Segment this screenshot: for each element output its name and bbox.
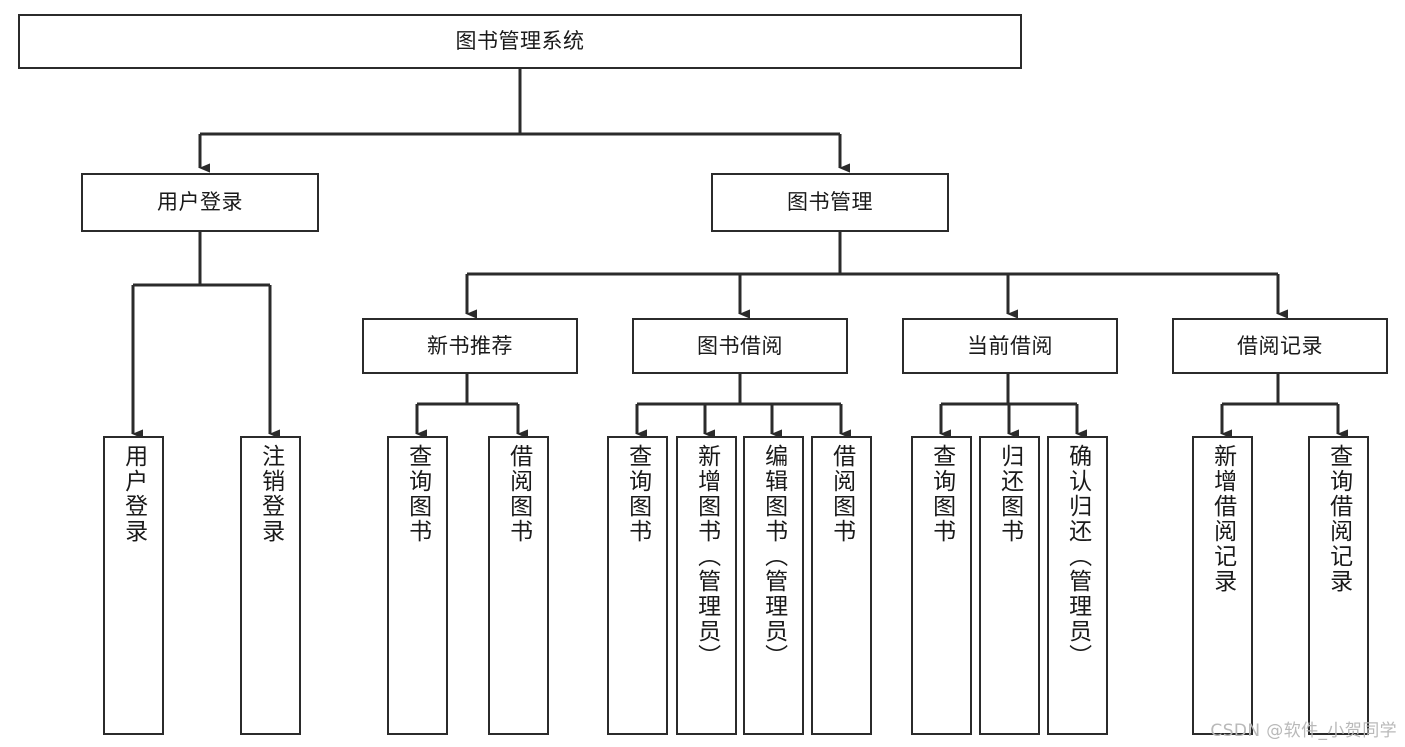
node-new-book-recommendation[interactable]: 新书推荐 [362,318,578,374]
node-user-login[interactable]: 用户登录 [81,173,319,232]
node-label: 查询借阅记录 [1325,444,1352,594]
leaf-current-query-book[interactable]: 查询图书 [911,436,972,735]
node-label: 新增图书（管理员） [693,444,720,669]
csdn-watermark: CSDN @软件_小贺同学 [1210,721,1397,741]
node-label: 借阅图书 [828,444,855,544]
leaf-borrow-lend-book[interactable]: 借阅图书 [811,436,872,735]
leaf-borrow-edit-book-admin[interactable]: 编辑图书（管理员） [743,436,804,735]
node-book-borrowing[interactable]: 图书借阅 [632,318,848,374]
node-label: 查询图书 [928,444,955,544]
leaf-borrow-query-book[interactable]: 查询图书 [607,436,668,735]
leaf-new-book-borrow[interactable]: 借阅图书 [488,436,549,735]
leaf-borrow-add-book-admin[interactable]: 新增图书（管理员） [676,436,737,735]
node-label: 图书管理系统 [455,29,585,54]
node-label: 借阅记录 [1237,333,1323,358]
node-label: 查询图书 [624,444,651,544]
node-label: 查询图书 [404,444,431,544]
node-label: 归还图书 [996,444,1023,544]
node-borrowing-record[interactable]: 借阅记录 [1172,318,1388,374]
node-label: 确认归还（管理员） [1064,444,1091,669]
node-book-management[interactable]: 图书管理 [711,173,949,232]
node-label: 新增借阅记录 [1209,444,1236,594]
node-label: 新书推荐 [427,333,513,358]
node-label: 编辑图书（管理员） [760,444,787,669]
leaf-current-return-book[interactable]: 归还图书 [979,436,1040,735]
node-label: 图书管理 [787,190,873,215]
node-label: 图书借阅 [697,333,783,358]
node-label: 用户登录 [120,444,147,544]
node-root-book-management-system[interactable]: 图书管理系统 [18,14,1022,69]
node-label: 借阅图书 [505,444,532,544]
leaf-user-login[interactable]: 用户登录 [103,436,164,735]
node-label: 当前借阅 [967,333,1053,358]
leaf-record-query-borrow-record[interactable]: 查询借阅记录 [1308,436,1369,735]
leaf-user-logout[interactable]: 注销登录 [240,436,301,735]
leaf-record-add-borrow-record[interactable]: 新增借阅记录 [1192,436,1253,735]
node-label: 注销登录 [257,444,284,544]
node-current-borrowing[interactable]: 当前借阅 [902,318,1118,374]
node-label: 用户登录 [157,190,243,215]
leaf-current-confirm-return-admin[interactable]: 确认归还（管理员） [1047,436,1108,735]
leaf-new-book-query[interactable]: 查询图书 [387,436,448,735]
